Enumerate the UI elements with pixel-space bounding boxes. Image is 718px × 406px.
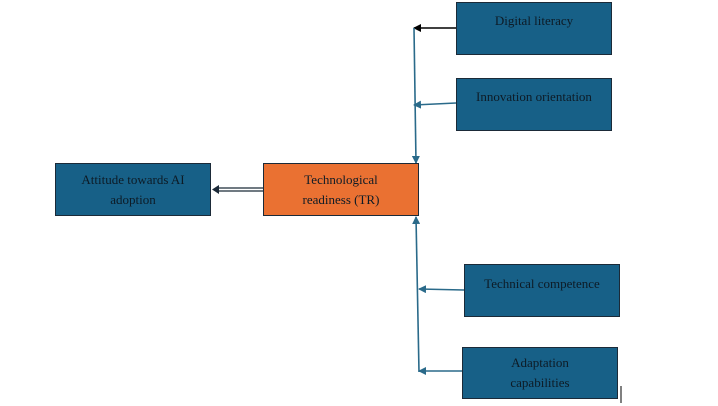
node-attitude-towards-ai-adoption: Attitude towards AI adoption xyxy=(55,163,211,216)
arrow-tr-to-attitude xyxy=(212,185,263,194)
node-attitude-label-line1: Attitude towards AI xyxy=(81,171,185,187)
node-technical-competence-label: Technical competence xyxy=(484,276,600,291)
node-adaptation-label-line2: capabilities xyxy=(510,375,570,390)
arrow-technical-competence xyxy=(418,285,465,294)
node-tr-label-line2: readiness (TR) xyxy=(302,191,380,207)
node-tr-label-line1: Technological xyxy=(304,171,378,187)
node-digital-literacy: Digital literacy xyxy=(456,2,612,55)
node-digital-literacy-label: Digital literacy xyxy=(494,13,574,28)
node-technical-competence: Technical competence xyxy=(464,264,620,317)
node-innovation-orientation-label: Innovation orientation xyxy=(476,89,592,104)
arrow-innovation-orientation xyxy=(413,100,457,109)
arrow-trunk-top xyxy=(411,27,420,164)
arrow-trunk-bottom xyxy=(412,216,421,373)
node-innovation-orientation: Innovation orientation xyxy=(456,78,612,131)
node-technological-readiness: Technological readiness (TR) xyxy=(263,163,419,216)
node-attitude-label-line2: adoption xyxy=(110,191,156,207)
node-adaptation-label-line1: Adaptation xyxy=(511,355,569,370)
node-adaptation-capabilities: Adaptation capabilities xyxy=(462,347,618,399)
